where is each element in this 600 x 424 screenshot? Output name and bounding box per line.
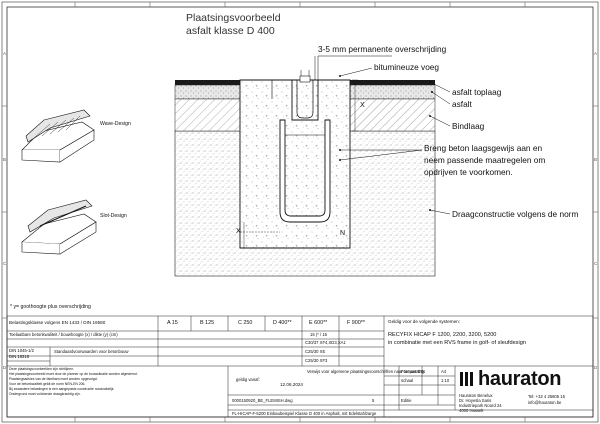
tb-class-b125: B 125 (200, 320, 215, 326)
tb-address-3: Industriepark Noord 24 (459, 403, 502, 408)
tb-address-4: 4000 Hasselt (459, 408, 484, 413)
concrete-bed (239, 79, 351, 249)
tb-note-3: Plaatsingsadvies van de fabrikant moet w… (9, 377, 98, 381)
callout-foundation: Draagconstructie volgens de norm (452, 209, 579, 219)
callout-asphalt: asfalt (452, 99, 472, 109)
tb-format-label: Formaat DIN (401, 369, 425, 374)
border-row-c-left: C (3, 261, 7, 266)
dimension-x-top: X (360, 102, 365, 109)
title-line-1: Plaatsingsvoorbeeld (186, 12, 281, 24)
callout-concrete-3: opdrijven te voorkomen. (424, 167, 513, 177)
tb-note-2: Het plaatsingsvoorbeeld moet door de pla… (9, 372, 138, 376)
brand-logo-text: hauraton (478, 368, 562, 390)
border-row-a-left: A (3, 51, 7, 56)
tb-drawing-title: FL-HICAP-F-5200 Einbaubeispiel Klasse D … (232, 411, 377, 416)
channel-neck (291, 80, 319, 121)
asphalt-top-left (175, 80, 272, 85)
tb-class-c250: C 250 (238, 320, 253, 326)
tb-class-e600: E 600** (309, 320, 328, 326)
tb-row4-a: C25/30 XE (305, 349, 326, 354)
tb-row4-label: Standaardvoorwaarden voor betonbouw (54, 349, 129, 354)
tb-address-2: Dr. Hoyesla Saris (459, 398, 492, 403)
callout-concrete-2: neem passende maatregelen om (424, 155, 546, 165)
tb-note-1: Deze plaatsingsvoorbeelden zijn richtlij… (9, 367, 75, 371)
asphalt-top-right (350, 80, 435, 85)
tb-norm: Belastingsklasse volgens EN 1433 / DIN 1… (9, 320, 106, 325)
callout-asphalt-top: asfalt toplaag (452, 87, 502, 97)
callout-gap: 3-5 mm permanente overschrijding (318, 44, 447, 54)
tb-note-4: Voor de betonkwaliteit geldt de norm NEN… (9, 382, 86, 386)
tb-systems: RECYFIX HICAP F 1200, 2200, 3200, 5200 (388, 332, 497, 338)
channel-body (279, 119, 331, 223)
tb-row2-value: 15 (* / 15 (310, 332, 327, 337)
border-row-c-right: C (594, 261, 598, 266)
tb-email: info@hauraton.be (528, 400, 562, 405)
tb-systems-2: in combinatie met een RVS frame in golf-… (388, 340, 526, 346)
product-sketch-slot (21, 199, 97, 255)
dimension-n: N (340, 230, 346, 237)
callout-leaders (318, 55, 451, 215)
tb-class-d400: D 400** (273, 320, 292, 326)
cross-section (174, 56, 436, 277)
tb-code-1: DIN 1045-1/2 (9, 348, 34, 353)
grating (299, 75, 311, 83)
callout-concrete-1: Breng beton laagsgewijs aan en (424, 143, 543, 153)
tb-scale: 1:10 (441, 378, 450, 383)
callout-bitumen: bitumineuze voeg (374, 62, 440, 72)
tb-page: 5 (372, 398, 375, 403)
tb-class-a15: A 15 (167, 320, 178, 326)
callout-bind: Bindlaag (452, 121, 485, 131)
tb-scale-label: schaal (401, 378, 414, 383)
footnote: * y= goothoogte plus overschrijding (10, 304, 91, 310)
tb-valid-from: 12.06.2024 (280, 382, 303, 387)
tb-valid-from-label: geldig vanaf: (236, 377, 260, 382)
tb-file: 0000150920_BE_FLEMISH.dwg (232, 398, 293, 403)
tb-row5-a: C25/30 XF3 (305, 358, 328, 363)
title-block-lines (6, 315, 594, 418)
dimension-x-bottom: X (236, 228, 241, 235)
tb-phone: Tel: +32 4 25605 15 (528, 394, 565, 399)
tb-reference-label: Verwijs voor algemene plaatsingsvoorschr… (307, 369, 425, 374)
border-row-a-right: A (594, 51, 598, 56)
callout-dots (339, 75, 433, 211)
tb-row3-a: C30/37 XF4,XD3,XA1 (305, 340, 346, 345)
asphalt-right (349, 84, 436, 100)
border-row-b-right: B (594, 157, 598, 162)
tb-format: A4 (441, 369, 447, 374)
tb-address-1: Hauraton Benelux (459, 393, 493, 398)
border-row-d-left: D (3, 365, 7, 370)
label-wave-design: Wave-Design (100, 121, 131, 127)
product-sketch-wave (21, 109, 95, 163)
border-row-b-left: B (3, 157, 7, 162)
border-row-d-right: D (594, 365, 598, 370)
tb-edition: Editie (401, 398, 412, 403)
label-slot-design: Slot-Design (100, 213, 127, 219)
tb-note-5: Bij zwaardere belastingen is een aangepa… (9, 387, 115, 391)
bind-layer-right (349, 98, 436, 132)
tb-code-2: DIN 18318 (9, 354, 30, 359)
tb-class-f900: F 900** (347, 320, 365, 326)
title-line-2: asfalt klasse D 400 (186, 25, 275, 37)
tb-row2-label: Toelaatbare betonkwaliteit / bouwhoogte … (9, 332, 118, 337)
brand-logo-mark (460, 372, 473, 386)
tb-note-6: Ondergrond moet voldoende draagkrachtig … (9, 392, 81, 396)
tb-valid-label: Geldig voor de volgende systemen: (388, 319, 461, 324)
